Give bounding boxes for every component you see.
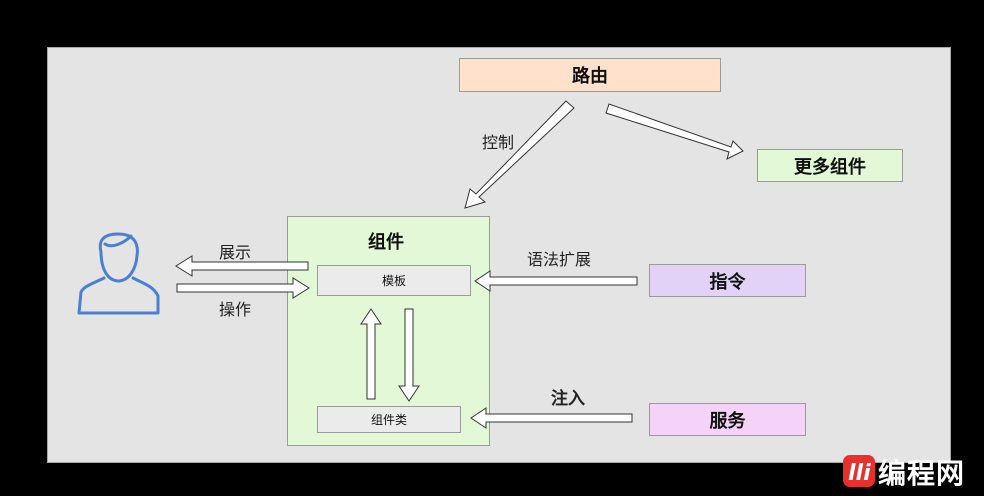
arrow-show <box>175 255 309 277</box>
arrow-service-to-class <box>470 407 633 429</box>
more-components-node: 更多组件 <box>757 149 903 182</box>
site-logo-text: 编程网 <box>878 457 966 490</box>
component-class-node: 组件类 <box>317 406 461 433</box>
arrow-class-to-template <box>360 308 382 400</box>
template-label: 模板 <box>381 274 406 288</box>
arrow-template-to-class <box>398 308 420 402</box>
svg-text:lli: lli <box>848 461 871 486</box>
user-icon <box>77 232 160 315</box>
edge-label-inject: 注入 <box>551 389 585 409</box>
directive-node: 指令 <box>649 264 806 297</box>
router-node: 路由 <box>459 58 721 92</box>
arrow-directive-to-template <box>474 270 638 292</box>
service-node: 服务 <box>649 403 806 436</box>
site-logo: lli <box>843 455 875 487</box>
edge-label-operate: 操作 <box>219 300 252 319</box>
router-label: 路由 <box>572 66 608 87</box>
arrow-operate <box>176 277 310 299</box>
more-components-label: 更多组件 <box>794 156 866 178</box>
directive-label: 指令 <box>709 271 746 293</box>
template-node: 模板 <box>317 265 471 296</box>
component-class-label: 组件类 <box>370 413 407 427</box>
edge-label-show: 展示 <box>219 243 252 262</box>
arrow-router-to-more-components <box>605 103 744 160</box>
arrow-router-to-component <box>464 100 575 209</box>
component-label: 组件 <box>368 232 404 253</box>
diagram-canvas <box>47 47 951 463</box>
edge-label-control: 控制 <box>482 133 515 152</box>
edge-label-syntax-extension: 语法扩展 <box>527 250 592 269</box>
service-label: 服务 <box>709 410 746 432</box>
